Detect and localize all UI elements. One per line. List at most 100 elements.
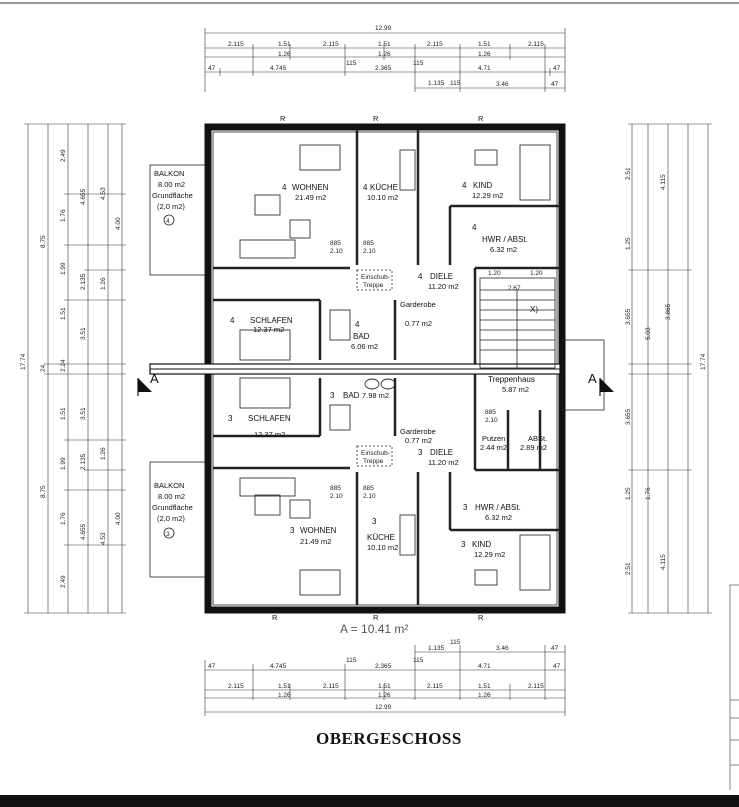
dim-right-outer: 4.115 — [660, 554, 667, 570]
room-area: 12.37 m2 — [253, 325, 284, 334]
room-number: 3 — [290, 526, 295, 535]
door-dim: 885 — [485, 409, 496, 416]
dim-top-total: 12.99 — [375, 25, 392, 32]
dim-left-mid: 1.76 — [60, 512, 67, 525]
dim-left-inner: 3.51 — [80, 407, 87, 420]
room-area: 10.10 m2 — [367, 543, 398, 552]
section-label: A — [588, 371, 597, 386]
room-name: BAD — [343, 391, 360, 400]
room-area: 21.49 m2 — [295, 193, 326, 202]
balkon-label: BALKON — [154, 169, 184, 178]
room-area: 11.20 m2 — [428, 458, 459, 467]
r-markers: R R R R R R — [272, 114, 484, 622]
dim-top-r2: 2.365 — [375, 65, 392, 72]
staircase — [479, 277, 556, 369]
dim-top-r2: 4.745 — [270, 65, 287, 72]
dimension-chain-bottom: 1.135 115 3.46 47 47 4.745 115 2.365 115… — [204, 639, 566, 716]
room-name: WOHNEN — [292, 183, 329, 192]
balkon-note: Grundfläche — [152, 503, 193, 512]
room-name: KÜCHE — [370, 183, 398, 192]
garderobe-area: 0.77 m2 — [405, 319, 432, 328]
room-area: 10.10 m2 — [367, 193, 398, 202]
dim-top-r1b: 1.26 — [278, 51, 291, 58]
dim-top-r3: 1.135 — [428, 80, 445, 87]
room-number: 4 — [363, 183, 368, 192]
room-area: 11.20 m2 — [428, 282, 459, 291]
stair-dim: 1.20 — [488, 270, 501, 277]
dim-left-inner: 3.51 — [80, 327, 87, 340]
r-marker: R — [478, 114, 484, 123]
dim-left-inner2: 4.53 — [100, 187, 107, 200]
balkon-num: 3 — [166, 531, 170, 538]
door-dim: 2.10 — [330, 493, 343, 500]
dim-bot-total: 12.99 — [375, 704, 392, 711]
dim-top-r1: 2.115 — [528, 41, 544, 48]
einschub-label: Einschub- — [361, 450, 390, 457]
dim-bot-r2: 115 — [346, 657, 357, 664]
dim-left-inner: 4.655 — [80, 188, 87, 205]
door-dimensions: 885 2.10 885 2.10 885 2.10 885 2.10 885 … — [330, 240, 498, 500]
dim-bot-r1b: 1.26 — [378, 692, 391, 699]
putzen-label: Putzen — [482, 434, 505, 443]
dim-left-mid: 2.49 — [60, 149, 67, 162]
dim-bot-r3: 47 — [551, 645, 559, 652]
building-walls — [149, 123, 605, 614]
dim-left-inner2: 1.26 — [100, 277, 107, 290]
room-name: DIELE — [430, 448, 453, 457]
dim-left-inner: 2.135 — [80, 273, 87, 290]
balkon-label: BALKON — [154, 481, 184, 490]
dim-left-outer: 8.75 — [40, 235, 47, 248]
room-name: HWR / ABSt. — [482, 235, 528, 244]
dim-bot-r2: 2.365 — [375, 663, 392, 670]
putzen-area: 2.44 m2 — [480, 443, 507, 452]
dim-left-total: 17.74 — [20, 353, 27, 370]
section-marker-left: A — [137, 371, 159, 396]
einschub-label: Treppe — [363, 458, 384, 465]
dim-left-mid: 1.99 — [60, 262, 67, 275]
dim-bot-r3: 115 — [450, 639, 461, 646]
balkon-note: (2,0 m2) — [157, 202, 185, 211]
dim-right-total: 17.74 — [700, 353, 707, 370]
dim-left-inner2: 4.00 — [115, 217, 122, 230]
room-name: KIND — [472, 540, 491, 549]
dim-left-mid: 1.99 — [60, 457, 67, 470]
room-number: 4 — [472, 223, 477, 232]
room-area: 6.32 m2 — [490, 245, 517, 254]
dim-top-r2: 47 — [553, 65, 561, 72]
dim-right-mid: 2.51 — [625, 167, 632, 180]
dim-right-outer: 3.655 — [625, 308, 632, 325]
einschub-label: Treppe — [363, 282, 384, 289]
dim-left-inner: 4.655 — [80, 523, 87, 540]
stair-mark: X) — [530, 305, 538, 314]
room-name: HWR / ABSt. — [475, 503, 521, 512]
dim-bot-r1: 2.115 — [528, 683, 544, 690]
balkon-note: (2,0 m2) — [157, 514, 185, 523]
dim-left-mid: 1.51 — [60, 307, 67, 320]
dim-bot-r2: 4.745 — [270, 663, 287, 670]
room-number: 3 — [418, 448, 423, 457]
door-dim: 2.10 — [330, 248, 343, 255]
dim-bot-r2: 115 — [413, 657, 424, 664]
dim-bot-r1: 1.51 — [478, 683, 491, 690]
stair-dim: 2.67 — [508, 285, 521, 292]
r-marker: R — [373, 114, 379, 123]
dim-left-mid: 2.24 — [60, 359, 67, 372]
einschub-label: Einschub- — [361, 274, 390, 281]
room-name: KÜCHE — [367, 533, 395, 542]
dim-right-outer: 3.865 — [665, 303, 672, 320]
balkon-num: 4 — [166, 218, 170, 225]
room-area: 6.06 m2 — [351, 342, 378, 351]
treppenhaus-label: Treppenhaus — [488, 375, 535, 384]
dim-bot-r3: 1.135 — [428, 645, 445, 652]
treppenhaus-area: 5.87 m2 — [502, 385, 529, 394]
dim-bot-r1: 1.51 — [378, 683, 391, 690]
room-number: 3 — [330, 391, 335, 400]
dim-top-r1: 2.115 — [323, 41, 339, 48]
room-number: 3 — [461, 540, 466, 549]
dim-right-mid: 2.51 — [625, 562, 632, 575]
room-number: 3 — [463, 503, 468, 512]
dim-bot-r3: 3.46 — [496, 645, 509, 652]
dim-bot-r2: 4.71 — [478, 663, 491, 670]
abst-label: ABSt. — [528, 434, 547, 443]
dim-top-r1: 2.115 — [427, 41, 443, 48]
